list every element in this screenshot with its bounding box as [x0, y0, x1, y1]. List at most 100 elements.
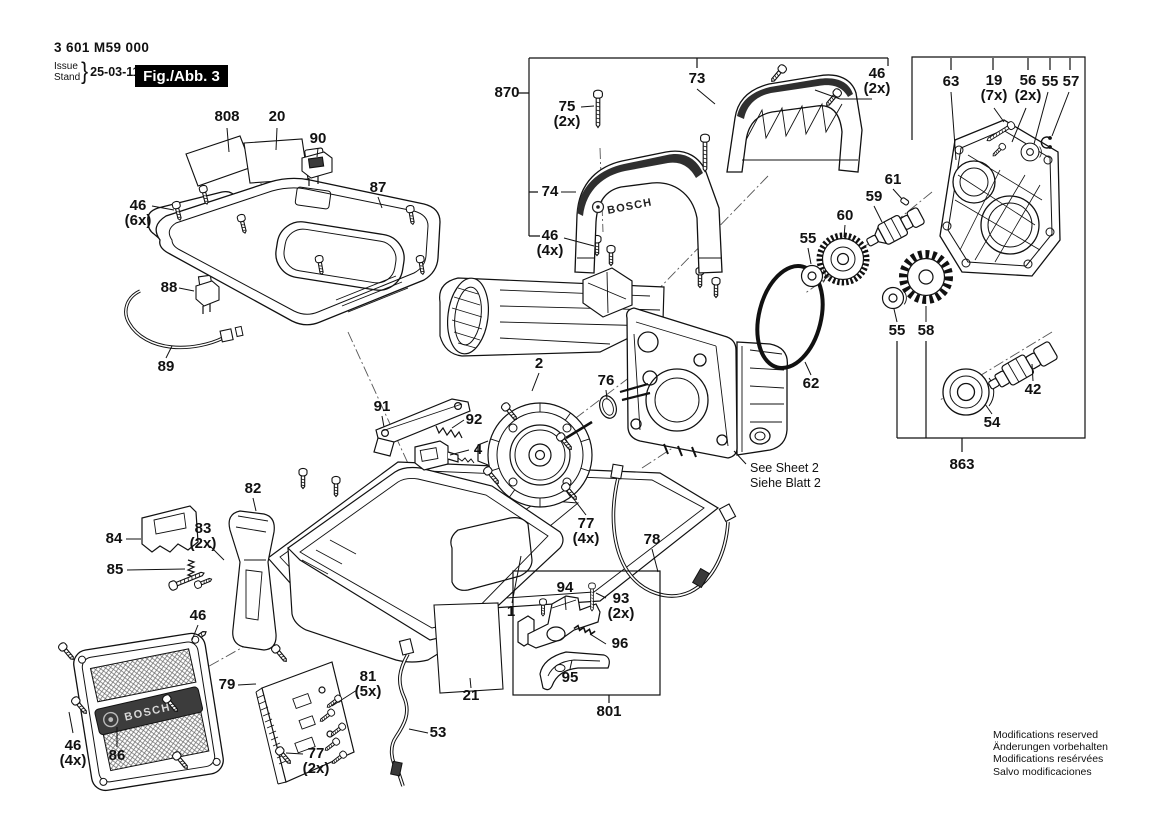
callout-808: 808 — [214, 108, 240, 125]
plug-88-drawing — [195, 274, 220, 314]
callout-73: 73 — [688, 70, 706, 87]
callout-55: 55 — [799, 230, 817, 247]
bracket-94-drawing — [517, 595, 601, 649]
top-cover-87-drawing — [147, 177, 441, 326]
handle-73-drawing — [726, 74, 863, 173]
issue-label: Issue — [54, 61, 78, 72]
callout-56: 56(2x) — [1014, 72, 1042, 104]
callout-87: 87 — [369, 179, 387, 196]
figure-label-badge: Fig./Abb. 3 — [135, 65, 228, 87]
callout-42: 42 — [1024, 381, 1042, 398]
modifications-line-en: Modifications reserved — [993, 729, 1099, 741]
screw-75a — [593, 89, 603, 129]
see-sheet-line-de: Siehe Blatt 2 — [750, 475, 821, 490]
see-sheet-line-en: See Sheet 2 — [750, 461, 819, 475]
gear-58-drawing — [899, 250, 953, 304]
spring-92-drawing — [435, 425, 463, 439]
plate-84-drawing — [141, 505, 199, 553]
callout-77: 77(4x) — [572, 515, 600, 547]
wire-53-drawing — [389, 638, 415, 787]
pcb-79-drawing — [255, 642, 355, 785]
motor-2-drawing — [477, 395, 617, 508]
svg-text:BOSCH: BOSCH — [606, 196, 653, 217]
screw-93a — [539, 598, 547, 617]
modifications-notice: Modifications reserved Änderungen vorbeh… — [993, 729, 1108, 778]
callout-76: 76 — [597, 372, 615, 389]
callout-863: 863 — [949, 456, 975, 473]
callout-58: 58 — [917, 322, 935, 339]
grip-82-drawing — [228, 510, 277, 651]
brace-glyph: } — [81, 58, 89, 85]
issue-stand-date: Issue Stand } 25-03-11 — [54, 58, 140, 85]
callout-63: 63 — [942, 73, 960, 90]
callout-1: 1 — [506, 603, 516, 620]
plate-63-drawing — [939, 119, 1061, 277]
grille-86-drawing: BOSCH — [56, 632, 224, 792]
spring-85-drawing — [186, 559, 196, 578]
document-part-number: 3 601 M59 000 — [54, 40, 150, 55]
callout-59: 59 — [865, 188, 883, 205]
ring-76-drawing — [599, 395, 617, 419]
gear-60-drawing — [816, 232, 870, 286]
wire-89-drawing — [124, 289, 244, 350]
wire-78-drawing — [610, 463, 737, 598]
callout-85: 85 — [106, 561, 124, 578]
lever-91-drawing — [373, 398, 471, 457]
switch-4-drawing — [414, 440, 475, 471]
callout-62: 62 — [802, 375, 820, 392]
callout-95: 95 — [561, 669, 579, 686]
label-sheet-21 — [433, 602, 504, 694]
callout-93: 93(2x) — [607, 590, 635, 622]
callout-90: 90 — [309, 130, 327, 147]
spring-96-drawing — [573, 624, 596, 636]
clip-57-drawing — [1040, 136, 1052, 149]
callout-81: 81(5x) — [354, 668, 382, 700]
callout-21: 21 — [462, 687, 480, 704]
shaft-42-drawing — [988, 341, 1058, 390]
callout-46: 46(2x) — [863, 65, 891, 97]
issue-date: 25-03-11 — [90, 65, 140, 79]
roller-54-drawing — [942, 368, 995, 416]
callout-55: 55 — [888, 322, 906, 339]
stand-label: Stand — [54, 72, 81, 83]
callout-46: 46(6x) — [124, 197, 152, 229]
modifications-line-de: Änderungen vorbehalten — [993, 741, 1109, 754]
callout-60: 60 — [836, 207, 854, 224]
callout-92: 92 — [465, 411, 483, 428]
base-shell-drawing — [287, 466, 564, 663]
callout-88: 88 — [160, 279, 178, 296]
callout-55: 55 — [1041, 73, 1059, 90]
callout-19: 19(7x) — [980, 72, 1008, 104]
leader-lines — [68, 88, 1070, 755]
see-sheet-note: See Sheet 2 Siehe Blatt 2 — [750, 461, 821, 490]
callout-2: 2 — [534, 355, 544, 372]
gearbox-housing-drawing — [619, 307, 789, 459]
callout-89: 89 — [157, 358, 175, 375]
callout-75: 75(2x) — [553, 98, 581, 130]
callout-46: 46 — [189, 607, 207, 624]
belt-62-drawing — [755, 263, 825, 371]
armature-59-drawing — [866, 207, 925, 247]
callout-96: 96 — [611, 635, 629, 652]
callout-83: 83(2x) — [189, 520, 217, 552]
callout-54: 54 — [983, 414, 1001, 431]
callout-79: 79 — [218, 676, 236, 693]
callout-74: 74 — [541, 183, 559, 200]
label-sheet-808 — [185, 135, 253, 187]
callout-20: 20 — [268, 108, 286, 125]
callout-82: 82 — [244, 480, 262, 497]
callout-91: 91 — [373, 398, 391, 415]
modifications-line-fr: Modifications resérvées — [993, 753, 1104, 766]
group-brackets — [512, 56, 1086, 703]
callout-84: 84 — [105, 530, 123, 547]
callout-78: 78 — [643, 531, 661, 548]
callout-4: 4 — [473, 441, 483, 458]
switch-90-drawing — [301, 147, 333, 186]
callout-46: 46(4x) — [536, 227, 564, 259]
callout-77: 77(2x) — [302, 745, 330, 777]
motor-housing-drawing — [439, 234, 721, 357]
modifications-line-es: Salvo modificaciones — [993, 765, 1092, 778]
callout-57: 57 — [1062, 73, 1080, 90]
callout-870: 870 — [494, 84, 520, 101]
